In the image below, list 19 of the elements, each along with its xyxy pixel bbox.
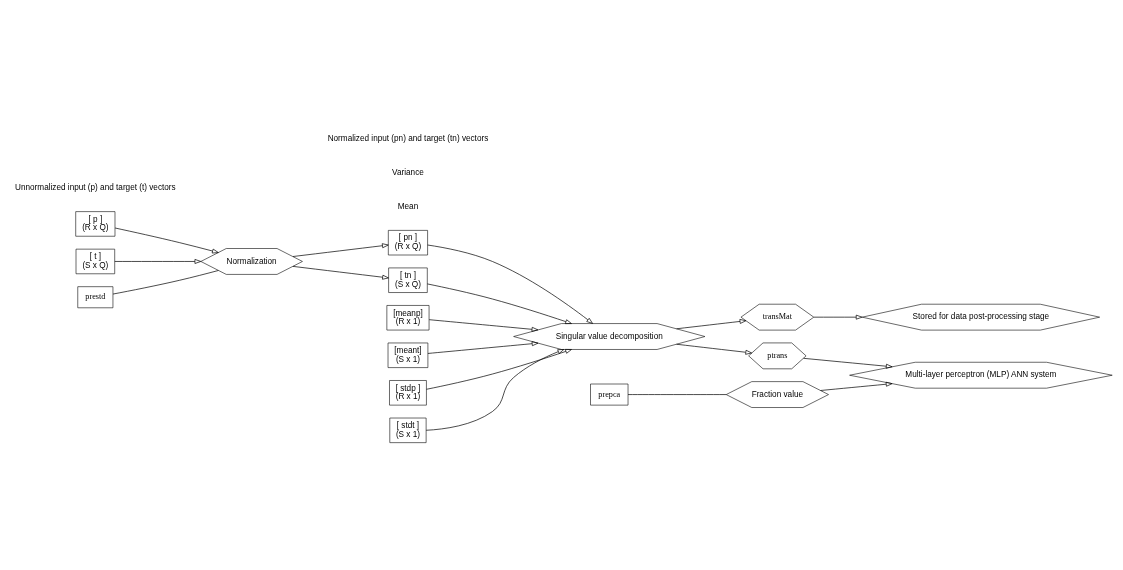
arrow	[803, 357, 893, 369]
arrow	[114, 227, 219, 253]
arrow	[820, 381, 893, 391]
arrow	[425, 348, 565, 431]
node-box: prepca	[590, 383, 629, 405]
arrow	[426, 348, 572, 390]
arrow	[427, 340, 539, 354]
arrow	[426, 283, 572, 324]
arrow	[428, 318, 539, 332]
arrow	[114, 258, 202, 264]
connector	[627, 393, 727, 395]
arrow	[676, 318, 747, 329]
arrow	[676, 343, 752, 355]
node-box: prestd	[77, 285, 114, 308]
connector	[112, 269, 219, 294]
arrow	[813, 314, 863, 320]
arrow	[292, 242, 389, 257]
arrow	[427, 244, 593, 324]
arrow	[292, 265, 389, 280]
